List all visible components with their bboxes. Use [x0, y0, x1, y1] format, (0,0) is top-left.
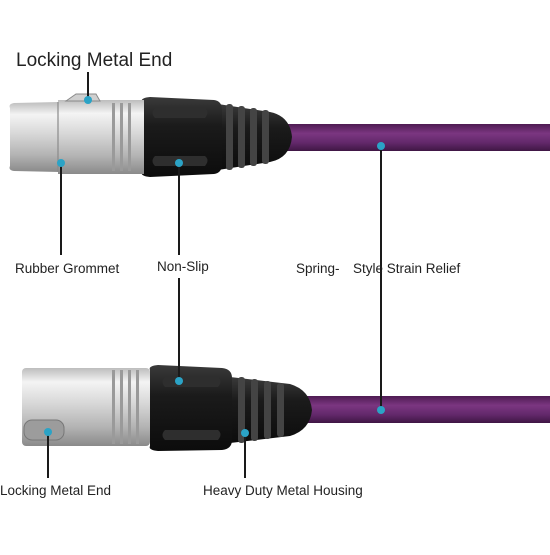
female-xlr-connector — [10, 94, 550, 177]
callout-dot — [377, 406, 385, 414]
callout-dot — [175, 159, 183, 167]
callout-dot — [44, 428, 52, 436]
bottom-housing — [150, 365, 232, 451]
top-metal-shell — [10, 94, 145, 174]
callout-dot — [84, 96, 92, 104]
latch-slot — [24, 420, 64, 440]
spring-label: Spring- — [296, 262, 340, 276]
male-xlr-connector — [22, 365, 550, 451]
callout-dot — [57, 159, 65, 167]
callout-dot — [377, 142, 385, 150]
bottom-locking-metal-end-label: Locking Metal End — [0, 484, 111, 498]
bottom-cable — [305, 396, 550, 423]
top-cable — [285, 124, 550, 151]
rubber-grommet-label: Rubber Grommet — [15, 262, 119, 276]
non-slip-label: Non-Slip — [157, 260, 209, 274]
style-strain-relief-label: Style Strain Relief — [353, 262, 460, 276]
bottom-metal-shell — [22, 368, 150, 446]
callout-dot — [175, 377, 183, 385]
top-strain-relief — [218, 104, 292, 170]
heavy-duty-metal-housing-label: Heavy Duty Metal Housing — [203, 484, 363, 498]
latch — [66, 94, 100, 101]
callout-dot — [241, 429, 249, 437]
top-locking-metal-end-label: Locking Metal End — [16, 51, 172, 70]
